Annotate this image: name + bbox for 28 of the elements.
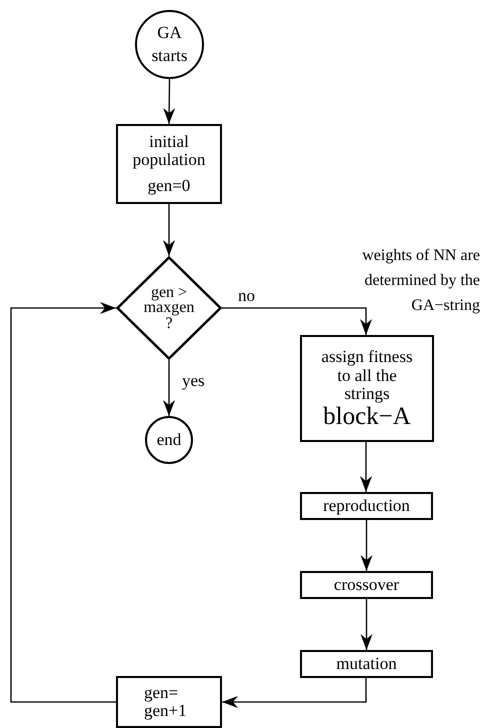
note-text: weights of NN are determined by the GA−string [361, 246, 480, 316]
process-box [300, 571, 433, 599]
arrow [163, 79, 176, 124]
arrow [360, 520, 372, 571]
arrow [163, 204, 175, 256]
arrow [163, 360, 175, 416]
process-box [300, 335, 434, 442]
arrow [10, 302, 116, 703]
process-text: initial population [132, 133, 206, 169]
process-text: mutation [336, 655, 397, 673]
condition-text: gen > maxgen ? [144, 285, 194, 331]
process-text: assign fitness to all the strings [320, 348, 414, 404]
terminal-circle [145, 416, 193, 464]
process-text: crossover [334, 576, 400, 594]
start-label: GA starts [152, 22, 188, 66]
process-box [300, 650, 433, 678]
process-text: gen= gen+1 [144, 684, 188, 720]
process-box [116, 124, 222, 204]
arrow [360, 599, 372, 650]
arrow [360, 442, 372, 492]
arrow [222, 307, 372, 335]
process-text: reproduction [323, 497, 410, 515]
arrow [222, 678, 367, 708]
process-box [116, 676, 222, 728]
process-text: gen=0 [148, 176, 190, 195]
end-label: end [156, 431, 182, 449]
process-box [300, 492, 433, 520]
block-name: block−A [323, 404, 411, 430]
